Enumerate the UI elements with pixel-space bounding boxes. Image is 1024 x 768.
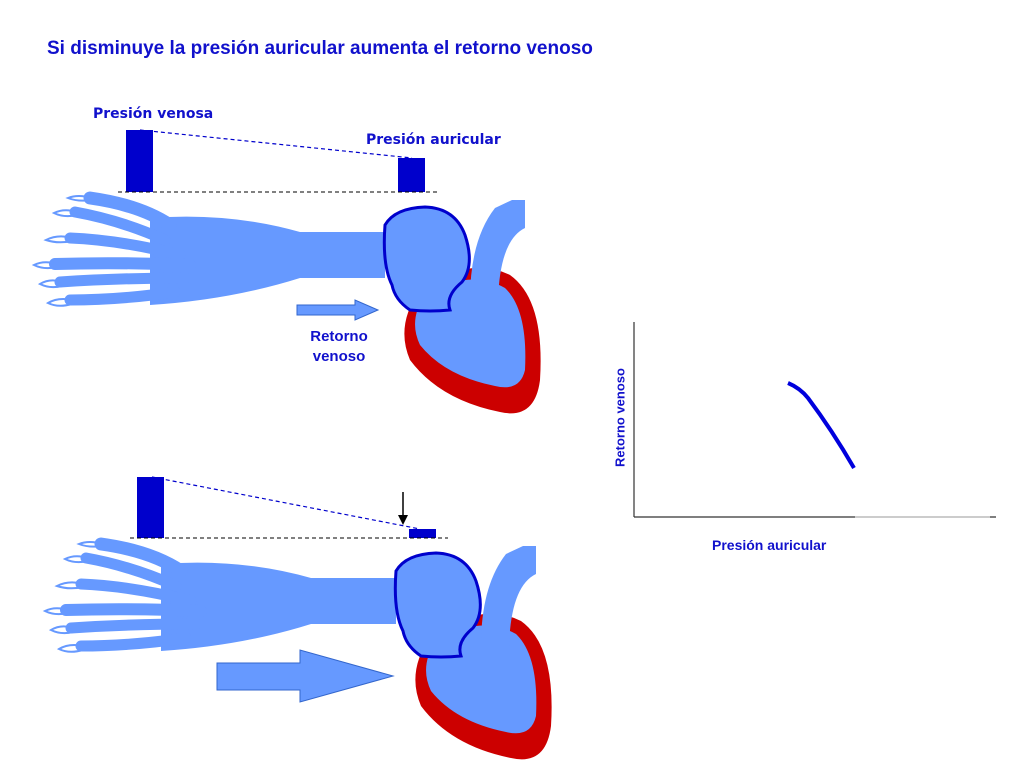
venous-return-label: Retorno venoso [310, 328, 368, 365]
page-title: Si disminuye la presión auricular aument… [47, 38, 593, 59]
flow-arrow-large [216, 649, 395, 703]
venous-return-curve [787, 381, 856, 470]
pressure-gradient-line [139, 129, 413, 159]
venous-pressure-bar-bottom [137, 477, 164, 538]
graph-x-axis-label: Presión auricular [712, 537, 827, 553]
atrial-pressure-bar [398, 158, 425, 192]
atrial-pressure-label: Presión auricular [366, 132, 501, 148]
pressure-gradient-line-bottom [151, 476, 421, 530]
graph-y-axis-label: Retorno venoso [612, 368, 628, 467]
top-panel [34, 129, 541, 413]
flow-arrow-small [296, 299, 380, 321]
down-arrow-head [398, 515, 408, 525]
venous-pressure-bar [126, 130, 153, 192]
atrial-pressure-bar-bottom [409, 529, 436, 538]
venous-pressure-label: Presión venosa [93, 106, 214, 122]
veins-and-heart-illustration-bottom [45, 542, 552, 759]
bottom-panel [45, 476, 552, 759]
venous-return-graph [633, 322, 996, 518]
veins-and-heart-illustration [34, 196, 541, 413]
